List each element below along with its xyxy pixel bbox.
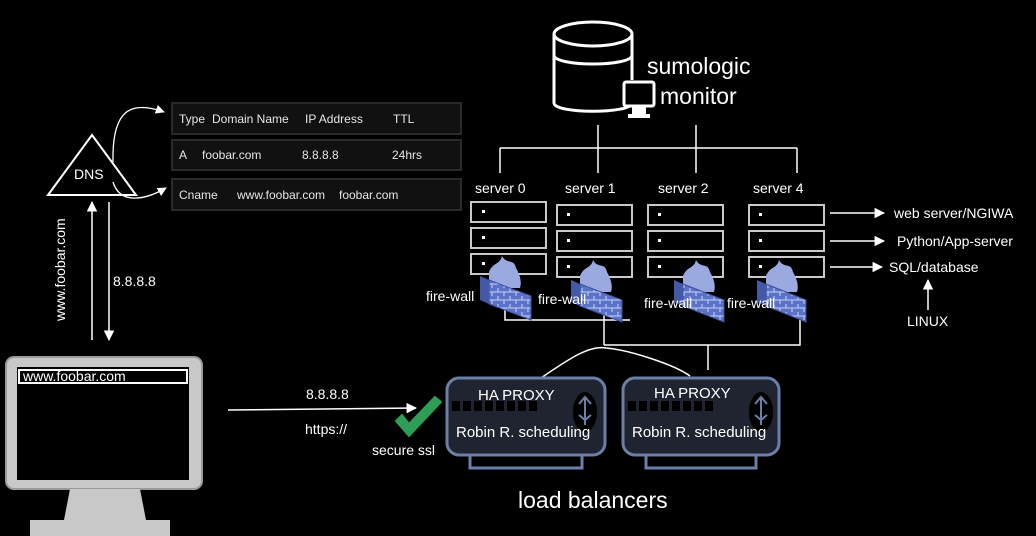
server-name: server 0 [475,180,526,196]
dns-cell: A [179,148,188,162]
dns-row-cname: Cname www.foobar.com foobar.com [171,178,462,211]
lb-title: HA PROXY [654,385,731,402]
client-to-lb-arrow [227,402,418,414]
stack-web-server: web server/NGIWA [894,205,1014,221]
stack-database: SQL/database [889,259,979,275]
monitor-subtitle: monitor [660,83,737,109]
os-label: LINUX [907,313,949,329]
lb-algorithm: Robin R. scheduling [632,424,767,441]
firewall-icon-0 [480,256,532,321]
stack-app-server: Python/App-server [897,233,1013,249]
protocol-label: https:// [305,421,348,437]
secure-check-icon [395,396,442,437]
dns-cell: Cname [179,187,218,202]
dns-cell: 8.8.8.8 [302,148,339,162]
monitor-icon [622,80,656,118]
server-rack-0 [470,201,547,275]
dns-to-cname-arrow [112,181,167,199]
ssl-label: secure ssl [372,442,436,458]
lb-algorithm: Robin R. scheduling [456,424,591,441]
server-leds [482,210,762,268]
firewall-icon-1 [571,260,623,323]
load-balancers-caption: load balancers [518,487,668,513]
response-ip-label: 8.8.8.8 [113,273,156,289]
browser-address-bar[interactable]: www.foobar.com [18,369,188,384]
lb-ip-label: 8.8.8.8 [306,386,349,402]
firewall-label: fire-wall [538,291,587,307]
client-computer [5,356,203,536]
firewall-label: fire-wall [426,288,475,304]
dns-node [46,133,138,196]
monitor-connector [499,125,798,173]
dns-header-ttl: TTL [393,111,415,126]
dns-row-a: A foobar.com 8.8.8.8 24hrs [171,139,462,171]
firewall-icon-2 [674,260,725,323]
dns-header-domain: Domain Name [212,111,289,126]
dns-label: DNS [74,166,104,182]
dns-cell: foobar.com [339,187,399,202]
firewall-label: fire-wall [727,295,776,311]
lb-title: HA PROXY [478,387,555,404]
monitor-title: sumologic [647,53,751,79]
dns-header-type: Type [179,111,206,126]
load-balancer-2 [621,376,781,470]
firewall-connector [504,300,801,379]
dns-cell: www.foobar.com [237,187,326,202]
server-name: server 4 [753,180,804,196]
load-balancer-1 [445,376,607,470]
database-icon [552,20,634,113]
dns-to-table-arrow [112,104,165,163]
dns-header-ip: IP Address [305,111,363,126]
server-name: server 1 [565,180,616,196]
dns-cell: foobar.com [202,148,262,162]
dns-cell: 24hrs [392,148,423,162]
request-domain-label: www.foobar.com [52,218,68,321]
firewall-icon-4 [757,260,807,323]
server-name: server 2 [658,180,709,196]
server-rack-1 [556,204,633,278]
dns-table-header: Type Domain Name IP Address TTL [171,102,462,135]
firewall-label: fire-wall [644,295,693,311]
